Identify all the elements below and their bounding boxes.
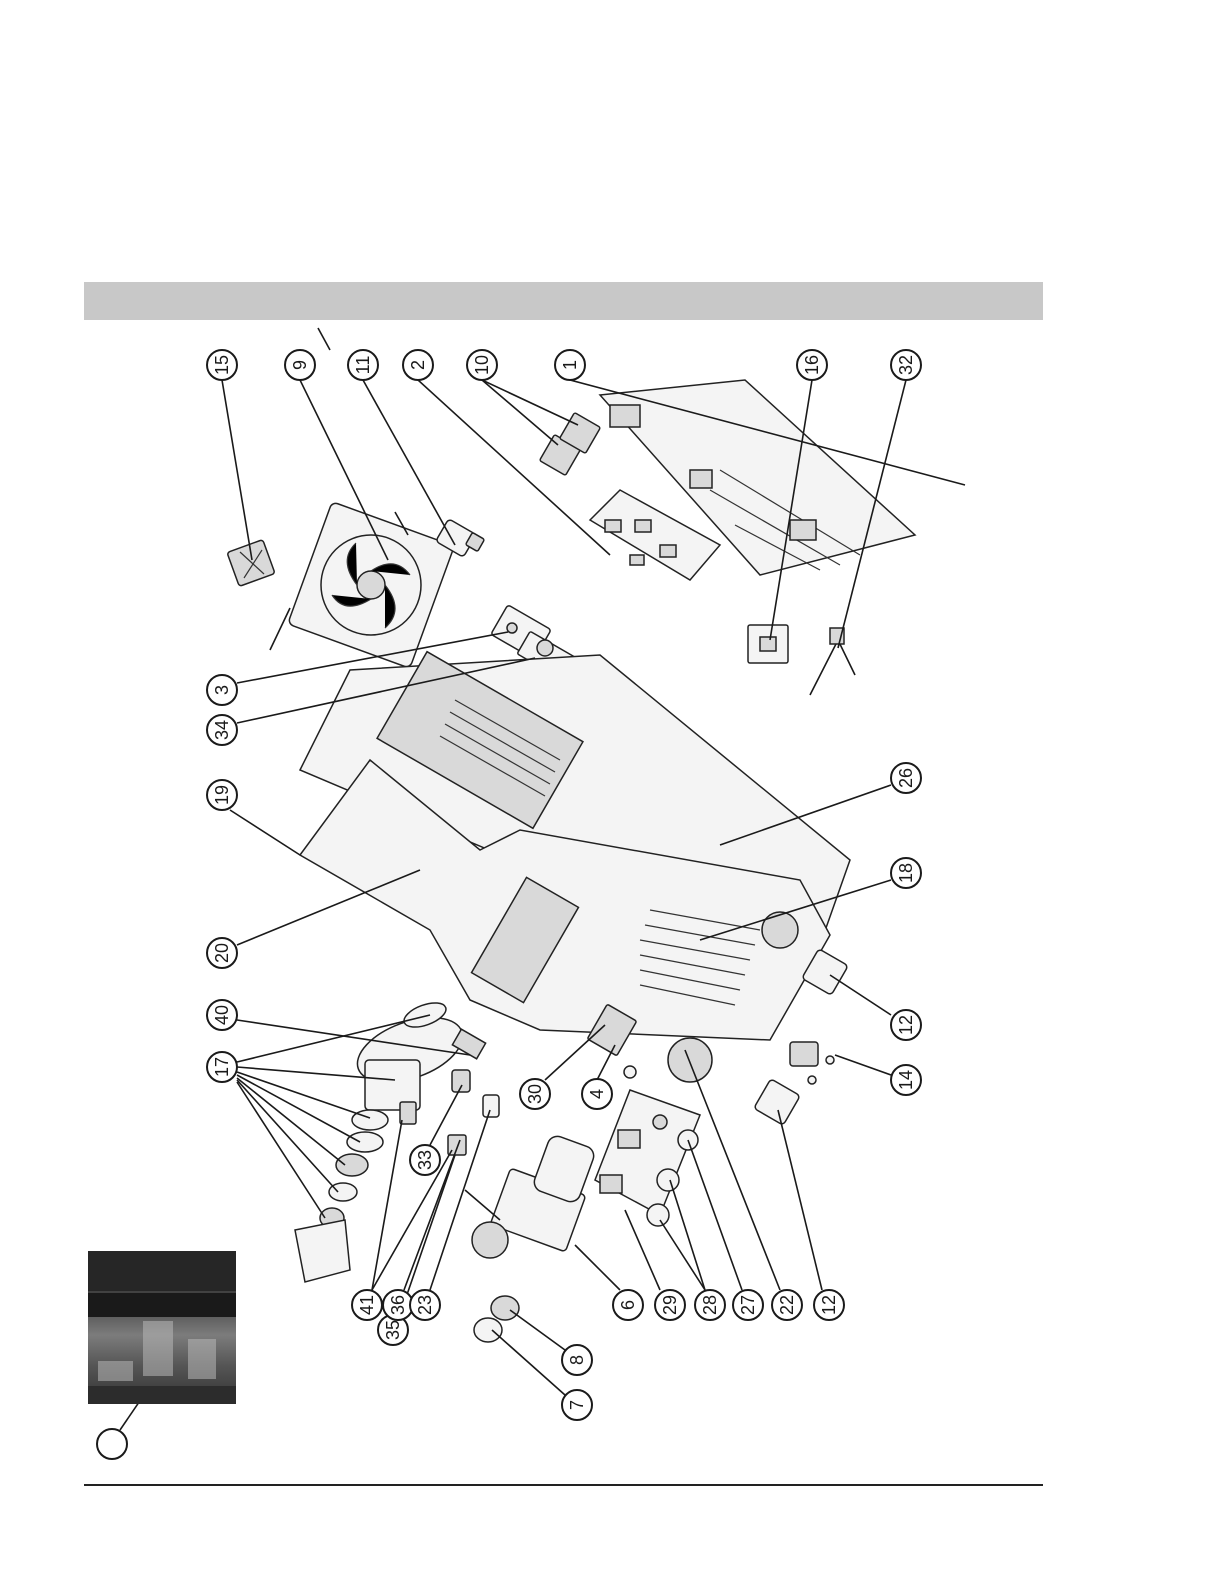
callout-bubble: 11: [348, 350, 378, 380]
callout-leader-line: [835, 1055, 891, 1075]
callout-number: 32: [896, 355, 916, 375]
callout-bubble: 33: [410, 1145, 440, 1175]
callout-number: 3: [212, 685, 232, 695]
callout-bubble: 18: [891, 858, 921, 888]
callout-bubble: 10: [467, 350, 497, 380]
callout-bubble: 26: [891, 763, 921, 793]
callout-bubble: 16: [797, 350, 827, 380]
callout-number: 34: [212, 720, 232, 740]
callout-leader-line: [482, 380, 578, 425]
callout-bubble: 7: [562, 1390, 592, 1420]
part-plug: [790, 1042, 834, 1084]
callout-number: 8: [567, 1355, 587, 1365]
callout-number: 12: [819, 1295, 839, 1315]
callout-number: 7: [567, 1400, 587, 1410]
callout-leader-line: [660, 1220, 705, 1290]
part-cube: [748, 625, 788, 663]
callout-bubble: 27: [733, 1290, 763, 1320]
callout-bubble: 40: [207, 1000, 237, 1030]
callout-bubble: 28: [695, 1290, 725, 1320]
callout-bubble: 14: [891, 1065, 921, 1095]
callout-number: 20: [212, 943, 232, 963]
callout-leader-line: [230, 810, 300, 855]
callout-number: 33: [415, 1150, 435, 1170]
callout-bubble: 41: [352, 1290, 382, 1320]
callout-number: 1: [560, 360, 580, 370]
callout-bubble: 36: [383, 1290, 413, 1320]
callout-bubble: 1: [555, 350, 585, 380]
callout-number: 41: [357, 1295, 377, 1315]
part-wire-feeder: [465, 1134, 596, 1258]
callout-number: 12: [896, 1015, 916, 1035]
callout-number: 18: [896, 863, 916, 883]
callout-bubble: 30: [520, 1079, 550, 1109]
callout-bubble: 8: [562, 1345, 592, 1375]
callout-leader-line: [575, 1245, 620, 1290]
callout-bubble: 2: [403, 350, 433, 380]
callout-bubble: 12: [814, 1290, 844, 1320]
callout-number: 35: [383, 1320, 403, 1340]
callout-bubble: 19: [207, 780, 237, 810]
part-cable: [810, 628, 855, 695]
callout-circle: [97, 1429, 127, 1459]
callout-leader-line: [492, 1330, 565, 1395]
callout-bubble: 12: [891, 1010, 921, 1040]
callout-number: 29: [660, 1295, 680, 1315]
callout-number: 15: [212, 355, 232, 375]
inset-photo: [88, 1251, 236, 1404]
callout-number: 36: [388, 1295, 408, 1315]
footer-rule: [84, 1484, 1043, 1486]
callout-number: 22: [777, 1295, 797, 1315]
callout-leader-line: [778, 1110, 822, 1290]
callout-number: 2: [408, 360, 428, 370]
callout-number: 23: [415, 1295, 435, 1315]
callout-number: 16: [802, 355, 822, 375]
parts-drawing: [227, 328, 915, 1342]
callout-bubble: 3: [207, 675, 237, 705]
callout-bubble: 15: [207, 350, 237, 380]
callout-bubble: 20: [207, 938, 237, 968]
callout-leader-line: [688, 1140, 742, 1290]
callout-number: 4: [587, 1089, 607, 1099]
callout-number: 30: [525, 1084, 545, 1104]
callout-leader-line: [510, 1310, 565, 1350]
part-switch: [227, 540, 275, 587]
callout-number: 9: [290, 360, 310, 370]
callout-number: 17: [212, 1057, 232, 1077]
callout-number: 28: [700, 1295, 720, 1315]
callout-bubble: 23: [410, 1290, 440, 1320]
callout-leader-line: [830, 975, 891, 1015]
callout-number: 27: [738, 1295, 758, 1315]
callout-number: 26: [896, 768, 916, 788]
callout-bubble: 17: [207, 1052, 237, 1082]
callout-number: 40: [212, 1005, 232, 1025]
callout-bubble: 6: [613, 1290, 643, 1320]
callout-bubble: 34: [207, 715, 237, 745]
callout-leader-line: [670, 1180, 705, 1290]
callout-bubble: 29: [655, 1290, 685, 1320]
callout-number: 19: [212, 785, 232, 805]
part-rollers: [474, 1296, 519, 1342]
callout-number: 11: [353, 356, 373, 375]
part-front-panel: [595, 1090, 700, 1215]
callout-leader-line: [482, 380, 558, 445]
callout-bubble: 9: [285, 350, 315, 380]
callout-leader-line: [237, 1080, 338, 1192]
callout-bubble: 32: [891, 350, 921, 380]
callout-bubble: 22: [772, 1290, 802, 1320]
callout-bubble: 4: [582, 1079, 612, 1109]
callout-number: 14: [896, 1070, 916, 1090]
callout-leader-line: [545, 1025, 605, 1080]
callout-number: 10: [472, 355, 492, 375]
callout-leader-line: [237, 1082, 325, 1218]
callout-number: 6: [618, 1300, 638, 1310]
callout-bubble: [97, 1429, 127, 1459]
callout-leader-line: [222, 380, 252, 560]
